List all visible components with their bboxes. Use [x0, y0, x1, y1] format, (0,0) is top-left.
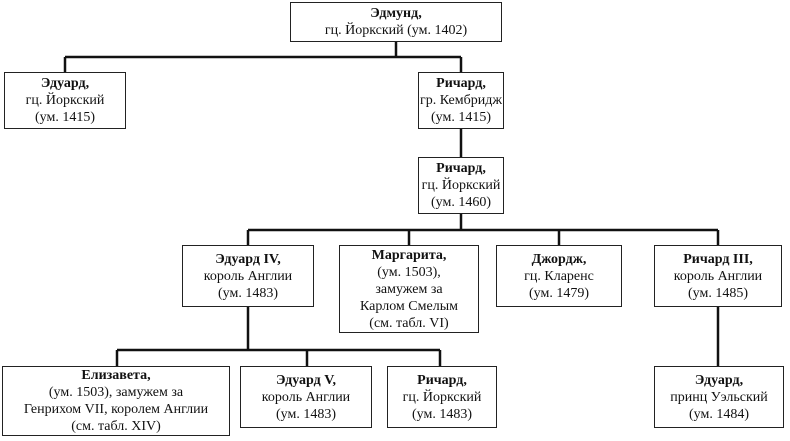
- person-detail: (ум. 1485): [688, 285, 748, 301]
- person-elizabeth: Елизавета, (ум. 1503), замужем за Генрих…: [2, 366, 230, 436]
- person-edward-iv: Эдуард IV, король Англии (ум. 1483): [182, 245, 314, 307]
- person-name: Джордж,: [531, 251, 587, 267]
- person-detail: (ум. 1415): [431, 110, 491, 125]
- person-detail: король Англии: [261, 389, 351, 405]
- person-detail: (ум. 1460): [431, 195, 491, 210]
- person-detail: (ум. 1484): [689, 406, 749, 422]
- person-edward-v: Эдуард V, король Англии (ум. 1483): [240, 366, 372, 428]
- person-edward-york: Эдуард, гц. Йоркский (ум. 1415): [4, 72, 126, 129]
- person-detail: гц. Йоркский: [421, 178, 501, 193]
- person-name: Эдуард,: [694, 372, 744, 388]
- person-name: Эдмунд,: [370, 6, 422, 21]
- person-name: Елизавета,: [81, 368, 151, 383]
- person-detail: (ум. 1483): [276, 406, 336, 422]
- person-name: Ричард,: [436, 76, 486, 91]
- person-detail: (см. табл. VI): [369, 315, 449, 331]
- person-detail: принц Уэльский: [670, 389, 768, 405]
- person-richard-iii: Ричард III, король Англии (ум. 1485): [654, 245, 782, 307]
- person-name: Эдуард V,: [275, 372, 337, 388]
- person-name: Ричард,: [417, 372, 467, 388]
- person-name: Маргарита,: [371, 247, 447, 263]
- person-detail: (см. табл. XIV): [71, 419, 161, 434]
- person-detail: замужем за: [375, 281, 443, 297]
- person-detail: король Англии: [673, 268, 763, 284]
- person-name: Эдуард,: [40, 76, 90, 91]
- person-detail: гц. Йоркский: [402, 389, 482, 405]
- person-detail: гц. Кларенс: [524, 268, 594, 284]
- person-richard-cambridge: Ричард, гр. Кембридж (ум. 1415): [418, 72, 504, 129]
- person-detail: гц. Йоркский (ум. 1402): [324, 23, 468, 38]
- person-detail: (ум. 1483): [218, 285, 278, 301]
- person-edward-prince: Эдуард, принц Уэльский (ум. 1484): [654, 366, 784, 428]
- person-detail: гц. Йоркский: [25, 93, 105, 108]
- person-name: Ричард III,: [683, 251, 753, 267]
- person-detail: (ум. 1483): [412, 406, 472, 422]
- person-detail: (ум. 1415): [35, 110, 95, 125]
- person-detail: Генрихом VII, королем Англии: [23, 402, 209, 417]
- person-name: Эдуард IV,: [215, 251, 281, 267]
- person-detail: Карлом Смелым: [360, 298, 458, 314]
- person-detail: (ум. 1479): [529, 285, 589, 301]
- person-detail: (ум. 1503), замужем за: [48, 385, 184, 400]
- person-detail: (ум. 1503),: [377, 264, 441, 280]
- person-detail: гр. Кембридж: [419, 93, 503, 108]
- person-name: Ричард,: [436, 161, 486, 176]
- person-edmund: Эдмунд, гц. Йоркский (ум. 1402): [290, 2, 502, 42]
- person-detail: король Англии: [203, 268, 293, 284]
- person-richard-york: Ричард, гц. Йоркский (ум. 1460): [418, 157, 504, 214]
- person-george: Джордж, гц. Кларенс (ум. 1479): [496, 245, 622, 307]
- person-richard-york-1483: Ричард, гц. Йоркский (ум. 1483): [387, 366, 497, 428]
- person-margaret: Маргарита, (ум. 1503), замужем за Карлом…: [339, 245, 479, 333]
